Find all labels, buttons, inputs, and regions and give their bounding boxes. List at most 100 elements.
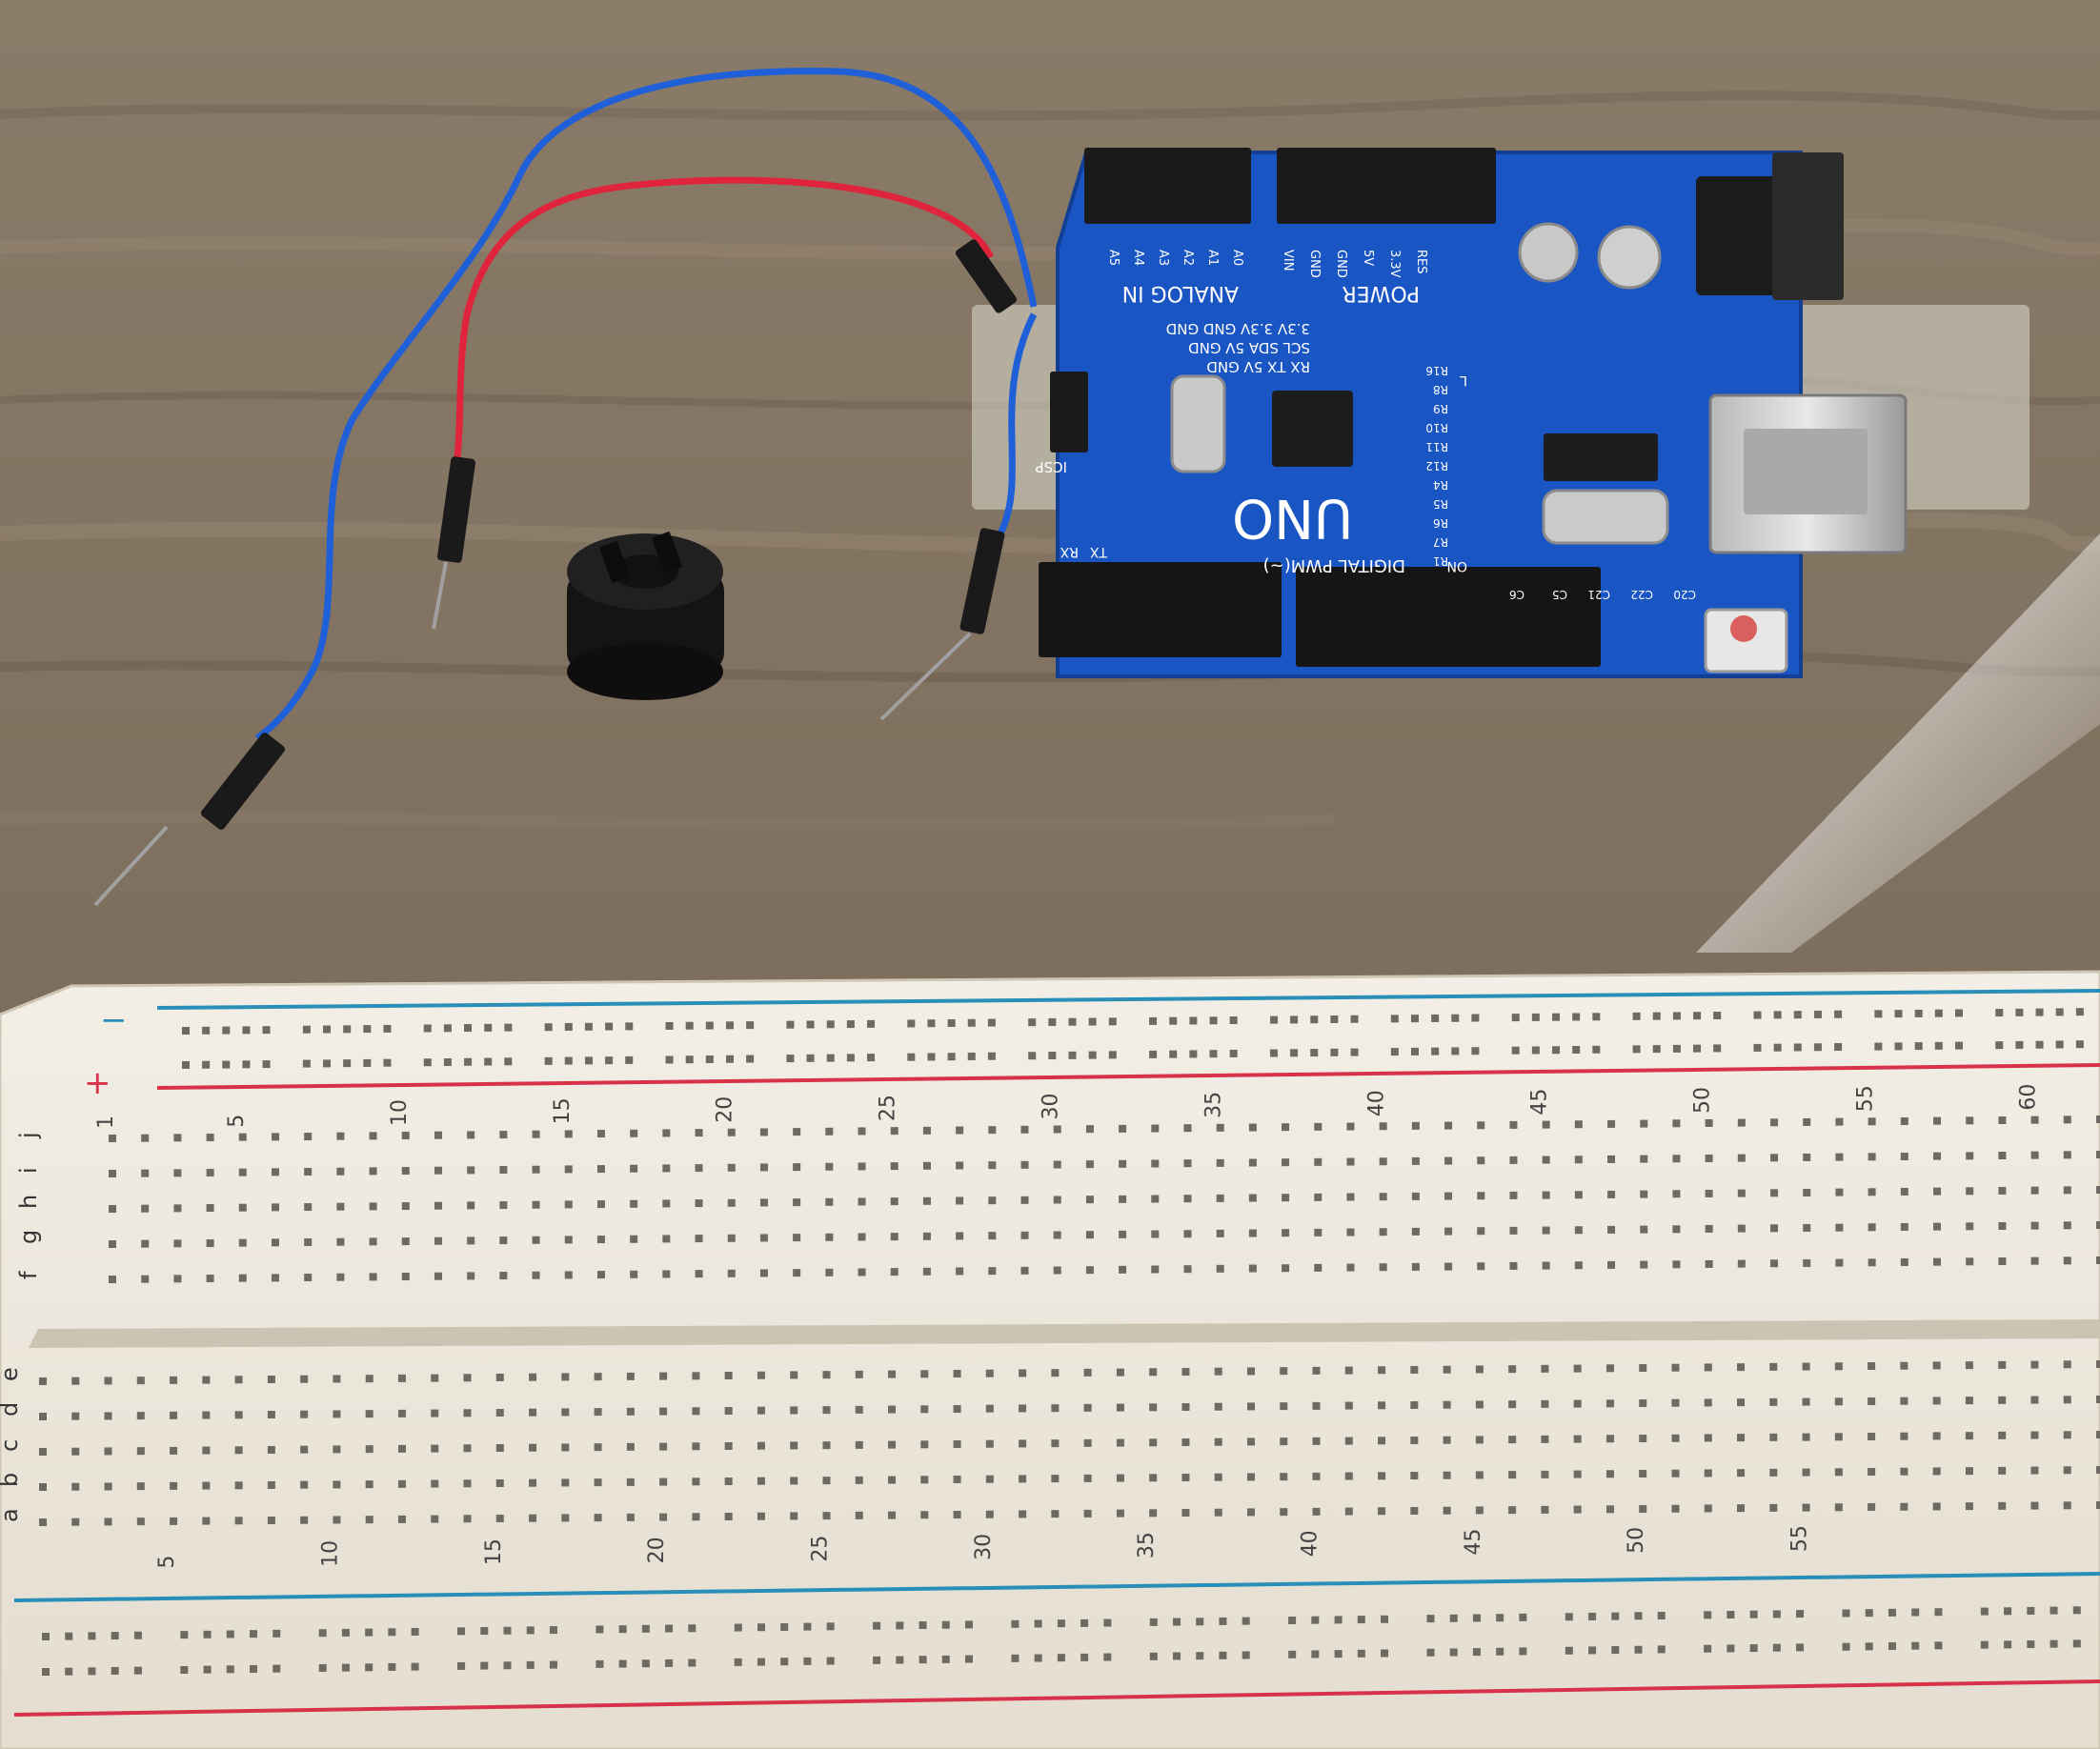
breadboard-hole[interactable]	[1573, 1505, 1582, 1514]
breadboard-hole[interactable]	[1475, 1400, 1484, 1409]
breadboard-hole[interactable]	[1998, 1186, 2007, 1195]
breadboard-hole[interactable]	[238, 1168, 247, 1176]
breadboard-hole[interactable]	[467, 1201, 475, 1210]
breadboard-hole[interactable]	[985, 1439, 994, 1448]
breadboard-hole[interactable]	[1509, 1226, 1518, 1235]
breadboard-hole[interactable]	[2063, 1151, 2071, 1159]
breadboard-hole[interactable]	[1477, 1156, 1485, 1165]
rail-hole[interactable]	[1842, 1609, 1850, 1618]
breadboard-hole[interactable]	[71, 1447, 80, 1456]
breadboard-hole[interactable]	[495, 1479, 504, 1487]
breadboard-hole[interactable]	[727, 1269, 736, 1277]
breadboard-hole[interactable]	[304, 1238, 313, 1247]
breadboard-hole[interactable]	[141, 1134, 150, 1142]
breadboard-hole[interactable]	[1216, 1264, 1224, 1273]
rail-hole[interactable]	[111, 1666, 119, 1675]
rail-hole[interactable]	[1672, 1044, 1681, 1053]
breadboard-hole[interactable]	[890, 1268, 899, 1277]
breadboard-hole[interactable]	[1051, 1475, 1060, 1483]
rail-hole[interactable]	[1149, 1618, 1158, 1626]
rail-hole[interactable]	[1149, 1050, 1158, 1058]
rail-hole[interactable]	[618, 1659, 627, 1668]
breadboard-hole[interactable]	[630, 1235, 638, 1243]
breadboard-hole[interactable]	[1214, 1402, 1222, 1411]
breadboard-hole[interactable]	[727, 1198, 736, 1207]
rail-hole[interactable]	[1773, 1043, 1782, 1052]
rail-hole[interactable]	[1552, 1013, 1561, 1021]
breadboard-hole[interactable]	[1607, 1190, 1616, 1198]
breadboard-hole[interactable]	[757, 1477, 765, 1485]
breadboard-hole[interactable]	[2096, 1466, 2100, 1474]
rail-hole[interactable]	[1011, 1654, 1020, 1662]
breadboard-hole[interactable]	[1769, 1503, 1778, 1512]
rail-hole[interactable]	[1704, 1644, 1712, 1653]
rail-hole[interactable]	[1381, 1649, 1389, 1658]
digital-header-left[interactable]	[1039, 562, 1282, 657]
rail-hole[interactable]	[826, 1622, 835, 1631]
rail-hole[interactable]	[1572, 1013, 1581, 1021]
breadboard-hole[interactable]	[369, 1132, 377, 1140]
breadboard-hole[interactable]	[529, 1373, 537, 1381]
breadboard-hole[interactable]	[822, 1477, 831, 1485]
breadboard-hole[interactable]	[206, 1204, 214, 1213]
rail-hole[interactable]	[1330, 1048, 1339, 1056]
breadboard-hole[interactable]	[1932, 1467, 1941, 1476]
breadboard-hole[interactable]	[890, 1197, 899, 1206]
rail-hole[interactable]	[688, 1624, 697, 1633]
breadboard-hole[interactable]	[1705, 1189, 1713, 1197]
rail-hole[interactable]	[625, 1022, 634, 1031]
breadboard-hole[interactable]	[759, 1269, 768, 1277]
breadboard-hole[interactable]	[1574, 1261, 1583, 1270]
breadboard-hole[interactable]	[1541, 1435, 1549, 1443]
breadboard-hole[interactable]	[2030, 1151, 2039, 1159]
breadboard-hole[interactable]	[1573, 1399, 1582, 1408]
rail-hole[interactable]	[1552, 1046, 1561, 1055]
rail-hole[interactable]	[1472, 1614, 1481, 1622]
rail-hole[interactable]	[1511, 1014, 1520, 1022]
breadboard-hole[interactable]	[369, 1202, 377, 1211]
rail-hole[interactable]	[1753, 1043, 1762, 1052]
rail-hole[interactable]	[1611, 1612, 1620, 1620]
breadboard-hole[interactable]	[1966, 1187, 1974, 1196]
rail-hole[interactable]	[1894, 1010, 1903, 1018]
breadboard-hole[interactable]	[858, 1268, 866, 1277]
rail-hole[interactable]	[180, 1665, 189, 1674]
rail-hole[interactable]	[365, 1628, 374, 1637]
breadboard-hole[interactable]	[1834, 1433, 1843, 1441]
breadboard-hole[interactable]	[1541, 1399, 1549, 1408]
breadboard-hole[interactable]	[2063, 1431, 2071, 1439]
rail-hole[interactable]	[941, 1655, 950, 1663]
breadboard-hole[interactable]	[1835, 1188, 1844, 1196]
rail-hole[interactable]	[443, 1024, 452, 1033]
rail-hole[interactable]	[203, 1665, 212, 1674]
breadboard-hole[interactable]	[1868, 1397, 1876, 1405]
rail-hole[interactable]	[1519, 1647, 1527, 1656]
breadboard-hole[interactable]	[626, 1442, 635, 1451]
rail-hole[interactable]	[1773, 1011, 1782, 1019]
breadboard-hole[interactable]	[1344, 1366, 1353, 1375]
breadboard-hole[interactable]	[1214, 1437, 1222, 1446]
rail-hole[interactable]	[1209, 1050, 1218, 1058]
breadboard-hole[interactable]	[1314, 1228, 1323, 1236]
rail-hole[interactable]	[42, 1633, 50, 1640]
breadboard-hole[interactable]	[692, 1407, 700, 1416]
breadboard-hole[interactable]	[300, 1445, 309, 1454]
breadboard-hole[interactable]	[1803, 1223, 1811, 1232]
power-header[interactable]	[1277, 148, 1496, 224]
breadboard-hole[interactable]	[1020, 1196, 1029, 1204]
breadboard-hole[interactable]	[1216, 1229, 1224, 1237]
rail-hole[interactable]	[1048, 1017, 1057, 1026]
rail-hole[interactable]	[806, 1020, 815, 1029]
rail-hole[interactable]	[1713, 1044, 1722, 1053]
breadboard-hole[interactable]	[499, 1236, 508, 1245]
rail-hole[interactable]	[1034, 1619, 1042, 1628]
breadboard-hole[interactable]	[1574, 1120, 1583, 1129]
breadboard-hole[interactable]	[71, 1377, 80, 1385]
rail-hole[interactable]	[1269, 1049, 1278, 1057]
breadboard-hole[interactable]	[1933, 1187, 1942, 1196]
breadboard-hole[interactable]	[206, 1169, 214, 1177]
breadboard-hole[interactable]	[757, 1406, 765, 1415]
breadboard-hole[interactable]	[922, 1196, 931, 1205]
breadboard-hole[interactable]	[956, 1126, 964, 1135]
rail-hole[interactable]	[1796, 1610, 1805, 1618]
